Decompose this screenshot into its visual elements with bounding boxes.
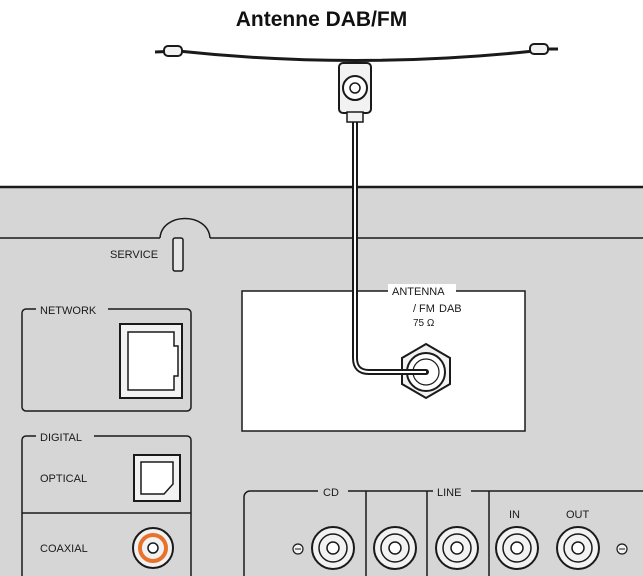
coaxial-label: COAXIAL xyxy=(40,543,88,555)
antenna-label: ANTENNA xyxy=(392,286,445,298)
network-label-bg xyxy=(36,302,108,316)
line-in-label: IN xyxy=(509,509,520,521)
antenna-dab-label: DAB xyxy=(439,303,462,315)
line-label: LINE xyxy=(437,487,461,499)
antenna-slash: / xyxy=(413,303,417,315)
service-port[interactable] xyxy=(172,237,184,272)
antenna-box xyxy=(241,290,526,432)
antenna-left-end xyxy=(163,45,183,57)
line-in-jack[interactable] xyxy=(495,526,539,570)
network-label: NETWORK xyxy=(40,305,97,317)
antenna-right-end xyxy=(529,43,549,55)
optical-port-socket xyxy=(140,461,174,495)
coaxial-ring xyxy=(138,533,168,563)
digital-label: DIGITAL xyxy=(40,432,82,444)
cd-label: CD xyxy=(323,487,339,499)
antenna-cable-core xyxy=(354,120,426,373)
antenna-connector-core xyxy=(349,82,361,94)
cd-jack-2[interactable] xyxy=(373,526,417,570)
ground-screw-right xyxy=(616,543,628,555)
line-jack-1[interactable] xyxy=(435,526,479,570)
service-label: SERVICE xyxy=(110,249,158,261)
line-out-label: OUT xyxy=(566,509,590,521)
antenna-label-bg xyxy=(388,284,456,298)
cd-label-bg xyxy=(318,484,348,498)
antenna-impedance: 75 Ω xyxy=(413,318,435,329)
coaxial-center xyxy=(147,542,159,554)
network-port-socket xyxy=(127,331,179,391)
antenna-connector-nut xyxy=(342,75,368,101)
optical-label: OPTICAL xyxy=(40,473,87,485)
antenna-fm-label: FM xyxy=(419,303,435,315)
diagram-title: Antenne DAB/FM xyxy=(235,8,408,31)
line-label-bg xyxy=(433,484,471,498)
digital-box xyxy=(21,435,192,576)
ground-screw-left xyxy=(292,543,304,555)
service-arch xyxy=(159,217,211,239)
line-out-jack[interactable] xyxy=(556,526,600,570)
digital-label-bg xyxy=(36,429,94,443)
antenna-wire xyxy=(177,49,535,62)
cd-jack-1[interactable] xyxy=(311,526,355,570)
antenna-connector-sleeve xyxy=(346,111,364,123)
